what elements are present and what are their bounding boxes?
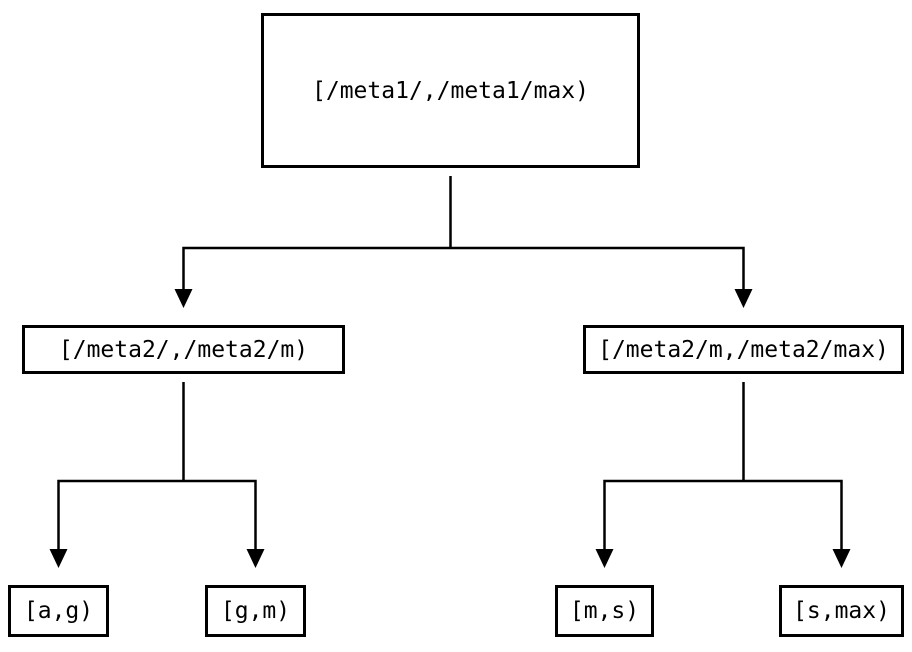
node-leaf-smax-label: [s,max) bbox=[793, 598, 890, 624]
node-leaf-gm: [g,m) bbox=[205, 585, 306, 637]
node-left-label: [/meta2/,/meta2/m) bbox=[58, 336, 309, 363]
node-right-label: [/meta2/m,/meta2/max) bbox=[598, 336, 889, 363]
edge-left-to-leaves bbox=[49, 382, 265, 568]
connector-line bbox=[603, 479, 843, 552]
arrow-down-icon bbox=[246, 549, 265, 568]
node-leaf-gm-label: [g,m) bbox=[220, 598, 291, 624]
arrow-down-icon bbox=[832, 549, 851, 568]
edge-root-to-children bbox=[174, 176, 753, 308]
node-left-child: [/meta2/,/meta2/m) bbox=[22, 325, 345, 374]
node-leaf-ag: [a,g) bbox=[8, 585, 109, 637]
connector-line bbox=[57, 479, 257, 552]
edge-right-to-leaves bbox=[595, 382, 851, 568]
arrow-down-icon bbox=[174, 289, 193, 308]
connector-line bbox=[182, 246, 745, 292]
node-leaf-ms-label: [m,s) bbox=[569, 598, 640, 624]
node-right-child: [/meta2/m,/meta2/max) bbox=[583, 325, 904, 374]
arrow-down-icon bbox=[734, 289, 753, 308]
node-leaf-ms: [m,s) bbox=[555, 585, 654, 637]
node-leaf-smax: [s,max) bbox=[779, 585, 904, 637]
arrow-down-icon bbox=[49, 549, 68, 568]
node-root-label: [/meta1/,/meta1/max) bbox=[312, 77, 589, 104]
node-root: [/meta1/,/meta1/max) bbox=[261, 13, 640, 168]
arrow-down-icon bbox=[595, 549, 614, 568]
node-leaf-ag-label: [a,g) bbox=[23, 598, 94, 624]
